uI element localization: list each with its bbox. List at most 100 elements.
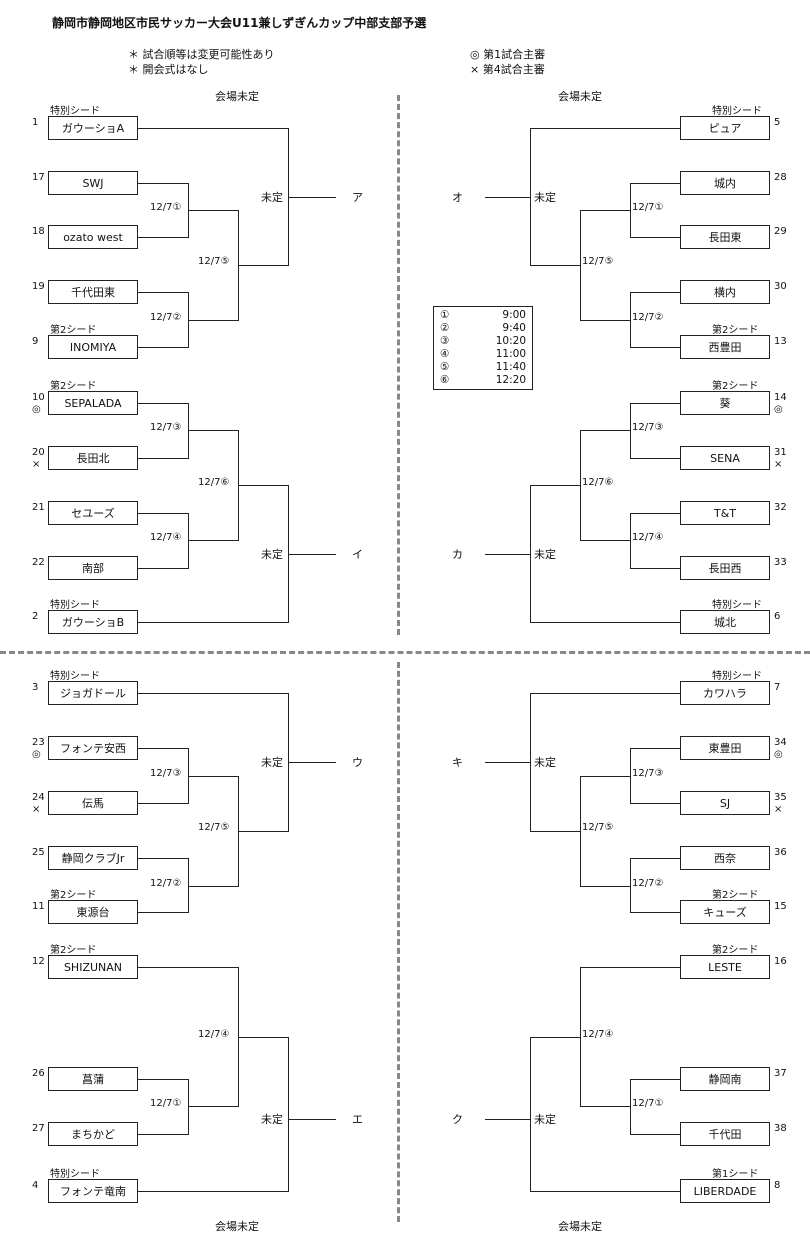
team-number: 8 <box>774 1180 781 1191</box>
team-box[interactable]: SJ <box>680 791 770 815</box>
team-box[interactable]: 伝馬 <box>48 791 138 815</box>
team-box[interactable]: 静岡南 <box>680 1067 770 1091</box>
bracket-line <box>630 292 681 293</box>
referee-mark: × <box>32 804 41 815</box>
team-box[interactable]: 長田東 <box>680 225 770 249</box>
venue-label-top-right: 会場未定 <box>558 90 602 103</box>
note-1: ＊ 試合順等は変更可能性あり <box>128 48 275 61</box>
team-box[interactable]: 千代田東 <box>48 280 138 304</box>
team-number: 35 <box>774 792 787 803</box>
bracket-line <box>630 403 631 459</box>
bracket-line <box>238 265 289 266</box>
team-number: 29 <box>774 226 787 237</box>
bracket-line <box>188 320 239 321</box>
bracket-line <box>630 513 631 569</box>
bracket-line <box>138 1134 189 1135</box>
result-label: 未定 <box>261 1113 283 1126</box>
team-box[interactable]: 東豊田 <box>680 736 770 760</box>
team-box[interactable]: キューズ <box>680 900 770 924</box>
team-number: 20 <box>32 447 45 458</box>
team-box[interactable]: INOMIYA <box>48 335 138 359</box>
bracket-line <box>138 748 189 749</box>
seed-label: 第2シード <box>712 945 759 956</box>
team-box[interactable]: ジョガドール <box>48 681 138 705</box>
team-box[interactable]: 菖蒲 <box>48 1067 138 1091</box>
team-number: 22 <box>32 557 45 568</box>
match-label: 12/7③ <box>150 768 182 779</box>
team-box[interactable]: ガウーショA <box>48 116 138 140</box>
seed-label: 第2シード <box>50 945 97 956</box>
team-box[interactable]: SEPALADA <box>48 391 138 415</box>
team-box[interactable]: T&T <box>680 501 770 525</box>
team-box[interactable]: LIBERDADE <box>680 1179 770 1203</box>
team-box[interactable]: 南部 <box>48 556 138 580</box>
bracket-line <box>138 347 189 348</box>
team-box[interactable]: 城内 <box>680 171 770 195</box>
bracket-line <box>530 485 581 486</box>
seed-label: 特別シード <box>50 600 100 611</box>
seed-label: 第2シード <box>712 325 759 336</box>
bracket-line <box>138 458 189 459</box>
bracket-line <box>138 912 189 913</box>
team-number: 25 <box>32 847 45 858</box>
team-box[interactable]: ガウーショB <box>48 610 138 634</box>
team-box[interactable]: 千代田 <box>680 1122 770 1146</box>
team-box[interactable]: まちかど <box>48 1122 138 1146</box>
team-box[interactable]: 西豊田 <box>680 335 770 359</box>
team-number: 5 <box>774 117 781 128</box>
match-label: 12/7④ <box>198 1029 230 1040</box>
seed-label: 特別シード <box>50 671 100 682</box>
bracket-line <box>630 237 681 238</box>
match-label: 12/7① <box>632 202 664 213</box>
bracket-line <box>138 128 289 129</box>
bracket-line <box>238 1037 289 1038</box>
team-box[interactable]: カワハラ <box>680 681 770 705</box>
team-number: 15 <box>774 901 787 912</box>
match-label: 12/7④ <box>150 532 182 543</box>
team-box[interactable]: 葵 <box>680 391 770 415</box>
divider-horizontal <box>0 651 810 654</box>
block-letter: ク <box>452 1113 463 1126</box>
team-box[interactable]: 西奈 <box>680 846 770 870</box>
team-box[interactable]: 長田西 <box>680 556 770 580</box>
team-box[interactable]: セユーズ <box>48 501 138 525</box>
venue-label-top-left: 会場未定 <box>215 90 259 103</box>
team-box[interactable]: ピュア <box>680 116 770 140</box>
divider-vertical-bottom <box>397 662 400 1222</box>
match-label: 12/7⑤ <box>198 256 230 267</box>
bracket-line <box>630 858 631 913</box>
seed-label: 第2シード <box>50 890 97 901</box>
team-box[interactable]: フォンテ竜南 <box>48 1179 138 1203</box>
bracket-line <box>630 403 681 404</box>
team-box[interactable]: SENA <box>680 446 770 470</box>
team-box[interactable]: フォンテ安西 <box>48 736 138 760</box>
team-box[interactable]: 静岡クラブJr <box>48 846 138 870</box>
team-box[interactable]: SHIZUNAN <box>48 955 138 979</box>
match-label: 12/7④ <box>582 1029 614 1040</box>
referee-note-2: × 第4試合主審 <box>470 63 545 76</box>
team-box[interactable]: 横内 <box>680 280 770 304</box>
seed-label: 第2シード <box>50 381 97 392</box>
seed-label: 第2シード <box>712 381 759 392</box>
team-box[interactable]: 東源台 <box>48 900 138 924</box>
team-box[interactable]: LESTE <box>680 955 770 979</box>
page-title: 静岡市静岡地区市民サッカー大会U11兼しずぎんカップ中部支部予選 <box>52 16 427 30</box>
team-box[interactable]: 城北 <box>680 610 770 634</box>
referee-mark: × <box>774 459 783 470</box>
bracket-line <box>580 776 631 777</box>
team-box[interactable]: SWJ <box>48 171 138 195</box>
bracket-line <box>138 403 189 404</box>
seed-label: 第2シード <box>712 890 759 901</box>
seed-label: 特別シード <box>50 1169 100 1180</box>
team-number: 38 <box>774 1123 787 1134</box>
team-number: 10 <box>32 392 45 403</box>
bracket-line <box>138 803 189 804</box>
bracket-line <box>580 210 631 211</box>
match-label: 12/7⑥ <box>198 477 230 488</box>
team-box[interactable]: ozato west <box>48 225 138 249</box>
bracket-line <box>530 1037 581 1038</box>
bracket-line <box>138 183 189 184</box>
team-number: 30 <box>774 281 787 292</box>
team-box[interactable]: 長田北 <box>48 446 138 470</box>
